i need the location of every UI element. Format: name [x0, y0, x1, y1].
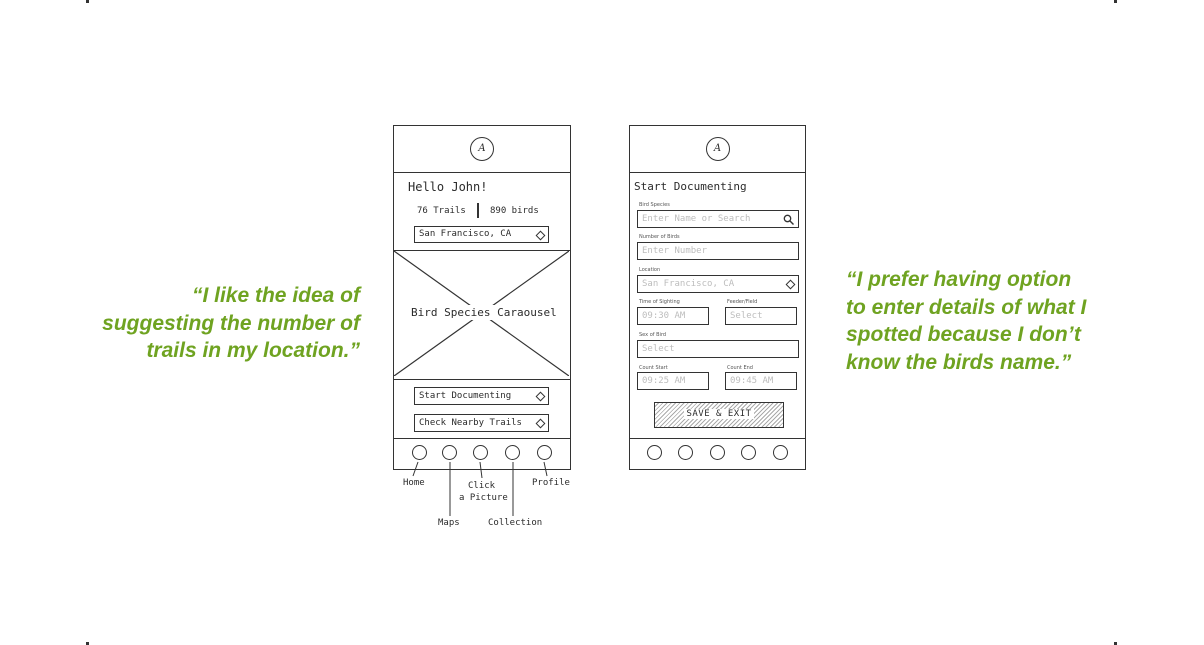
- app-logo-icon[interactable]: A: [705, 137, 730, 161]
- user-quote-right: “I prefer having option to enter details…: [846, 268, 1087, 374]
- annotation-click-line1: Click: [468, 481, 496, 491]
- location-value: San Francisco, CA: [642, 279, 735, 289]
- trails-count: 76 Trails: [417, 206, 466, 216]
- nav-camera-icon[interactable]: [710, 445, 725, 460]
- nav-collection-icon[interactable]: [741, 445, 756, 460]
- location-label: Location: [639, 267, 661, 273]
- top-bar: A: [394, 126, 570, 173]
- annotation-click-line2: a Picture: [459, 493, 508, 503]
- app-logo-icon[interactable]: A: [470, 137, 494, 161]
- diamond-dropdown-icon: [535, 230, 546, 240]
- bird-species-search-input[interactable]: Enter Name or Search: [637, 210, 799, 228]
- count-end-value: 09:45 AM: [730, 376, 774, 386]
- feeder-field-placeholder: Select: [730, 311, 763, 321]
- annotation-home: Home: [403, 478, 425, 488]
- count-end-input[interactable]: 09:45 AM: [725, 372, 797, 390]
- diamond-dropdown-icon: [785, 279, 796, 290]
- diamond-dropdown-icon: [535, 418, 546, 429]
- nav-profile-icon[interactable]: [773, 445, 788, 460]
- nav-maps-icon[interactable]: [678, 445, 693, 460]
- search-icon[interactable]: [783, 214, 794, 225]
- corner-mark: [1114, 642, 1117, 645]
- home-screen-wireframe: A Hello John! 76 Trails 890 birds San Fr…: [393, 125, 571, 470]
- number-of-birds-input[interactable]: Enter Number: [637, 242, 799, 260]
- nav-home-icon[interactable]: [412, 445, 427, 460]
- bottom-nav: [394, 438, 570, 469]
- annotation-profile: Profile: [532, 478, 570, 488]
- save-exit-button[interactable]: SAVE & EXIT: [654, 402, 784, 428]
- top-bar: A: [630, 126, 805, 173]
- location-select-value: San Francisco, CA: [419, 229, 512, 239]
- number-of-birds-placeholder: Enter Number: [642, 246, 708, 256]
- nav-home-icon[interactable]: [647, 445, 662, 460]
- stats-divider: [477, 203, 479, 218]
- count-end-label: Count End: [727, 365, 753, 371]
- count-start-label: Count Start: [639, 365, 668, 371]
- count-start-value: 09:25 AM: [642, 376, 686, 386]
- start-documenting-button[interactable]: Start Documenting: [414, 387, 549, 405]
- corner-mark: [86, 642, 89, 645]
- corner-mark: [86, 0, 89, 3]
- count-start-input[interactable]: 09:25 AM: [637, 372, 709, 390]
- bird-species-placeholder: Enter Name or Search: [642, 214, 751, 224]
- carousel-label: Bird Species Caraousel: [410, 305, 558, 320]
- bird-species-carousel[interactable]: Bird Species Caraousel: [394, 250, 570, 380]
- corner-mark: [1114, 0, 1117, 3]
- nav-profile-icon[interactable]: [537, 445, 552, 460]
- time-of-sighting-label: Time of Sighting: [639, 299, 680, 305]
- sex-of-bird-select[interactable]: Select: [637, 340, 799, 358]
- time-of-sighting-input[interactable]: 09:30 AM: [637, 307, 709, 325]
- location-select[interactable]: San Francisco, CA: [414, 226, 549, 243]
- feeder-field-select[interactable]: Select: [725, 307, 797, 325]
- check-nearby-trails-label: Check Nearby Trails: [419, 418, 522, 428]
- sex-of-bird-label: Sex of Bird: [639, 332, 667, 338]
- location-select[interactable]: San Francisco, CA: [637, 275, 799, 293]
- annotation-maps: Maps: [438, 518, 460, 528]
- number-of-birds-label: Number of Birds: [639, 234, 680, 240]
- sex-of-bird-placeholder: Select: [642, 344, 675, 354]
- bird-species-label: Bird Species: [639, 202, 670, 208]
- feeder-field-label: Feeder/Field: [727, 299, 758, 305]
- user-quote-left: “I like the idea of suggesting the numbe…: [102, 284, 360, 362]
- page-title: Start Documenting: [634, 180, 747, 193]
- diamond-dropdown-icon: [535, 391, 546, 402]
- nav-collection-icon[interactable]: [505, 445, 520, 460]
- save-exit-label: SAVE & EXIT: [684, 409, 754, 419]
- check-nearby-trails-button[interactable]: Check Nearby Trails: [414, 414, 549, 432]
- start-documenting-label: Start Documenting: [419, 391, 512, 401]
- nav-maps-icon[interactable]: [442, 445, 457, 460]
- annotation-collection: Collection: [488, 518, 543, 528]
- bottom-nav: [630, 438, 805, 469]
- greeting-text: Hello John!: [408, 180, 488, 194]
- time-of-sighting-value: 09:30 AM: [642, 311, 686, 321]
- birds-count: 890 birds: [490, 206, 539, 216]
- nav-camera-icon[interactable]: [473, 445, 488, 460]
- documenting-screen-wireframe: A Start Documenting Bird Species Enter N…: [629, 125, 806, 470]
